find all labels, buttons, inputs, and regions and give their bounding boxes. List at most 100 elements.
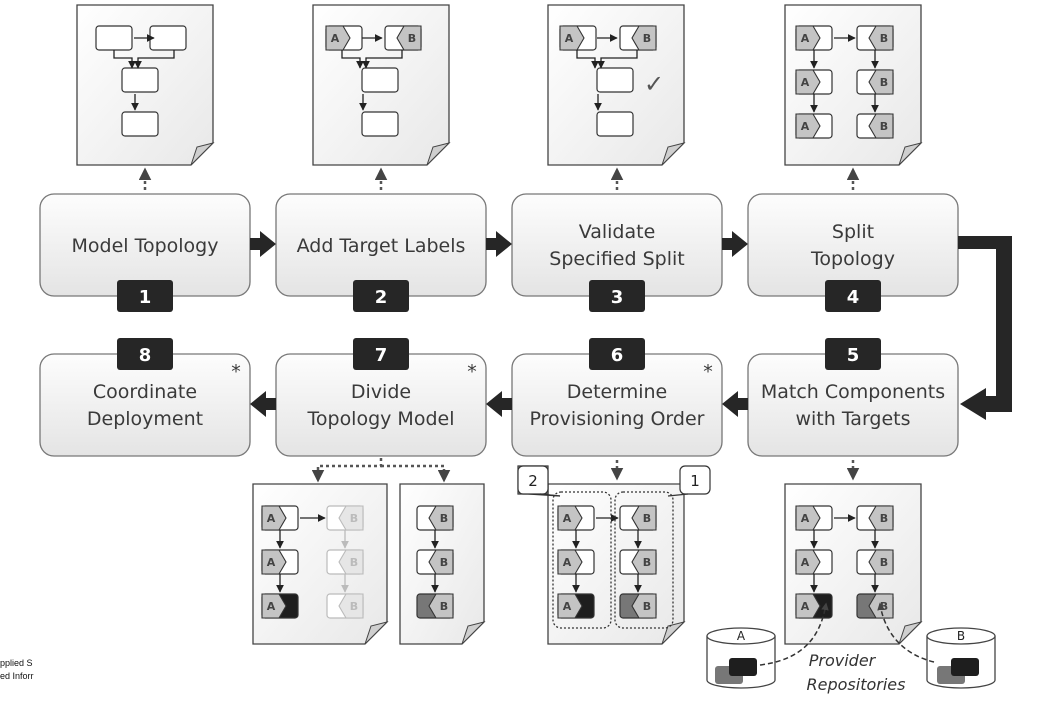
tag-label-a: A	[801, 32, 810, 45]
page-curl	[898, 142, 923, 166]
flow-arrow	[722, 391, 748, 417]
repository-b: B	[926, 627, 996, 689]
tag-label-a: A	[563, 512, 572, 525]
dependency-arrow	[134, 50, 175, 69]
tag-label-b: B	[643, 512, 651, 525]
target-tag-a	[795, 25, 821, 51]
page-curl	[364, 621, 389, 645]
step-1: Model Topology 1	[39, 193, 251, 312]
flow-arrow-4-to-5-top	[958, 236, 1012, 249]
tag-label-a: A	[801, 556, 810, 569]
step-label-line2: Deployment	[87, 408, 203, 430]
step-label-line2: Provisioning Order	[530, 408, 705, 430]
step-label-line1: Model Topology	[72, 235, 219, 257]
tag-label-b: B	[440, 600, 448, 613]
target-tag-b	[338, 593, 364, 619]
tag-label-a: A	[801, 120, 810, 133]
step-label-line2: Topology	[810, 248, 895, 270]
page-curl	[190, 142, 215, 166]
target-tag-b	[428, 593, 454, 619]
target-tag-a	[557, 549, 583, 575]
step-number: 2	[375, 287, 388, 308]
tag-label-a: A	[331, 32, 340, 45]
step-number: 4	[847, 287, 860, 308]
page-curl	[426, 142, 451, 166]
step-label-line2: Topology Model	[307, 408, 455, 430]
target-tag-b	[868, 113, 894, 139]
target-tag-a	[557, 593, 583, 619]
step-number-badge	[117, 280, 173, 312]
document-model-topology	[76, 4, 215, 166]
target-tag-b	[396, 25, 422, 51]
tag-label-b: B	[643, 556, 651, 569]
tag-label-b: B	[350, 512, 358, 525]
page-curl	[461, 621, 486, 645]
target-tag-b	[631, 549, 657, 575]
step-number: 6	[611, 345, 624, 366]
component	[121, 67, 159, 93]
dependency-arrow	[113, 50, 136, 69]
dependency-arrow	[362, 50, 403, 69]
tag-label-a: A	[565, 32, 574, 45]
callout-pointer	[539, 493, 561, 497]
target-tag-a	[325, 25, 351, 51]
repository-link-a	[759, 602, 829, 666]
component	[149, 25, 187, 51]
target-tag-a	[261, 549, 287, 575]
callout-box	[679, 465, 711, 495]
dotted-connector-split-left	[311, 458, 383, 483]
tag-label-a: A	[267, 512, 276, 525]
component	[121, 111, 159, 137]
step-number-badge	[589, 338, 645, 370]
component	[596, 67, 634, 93]
tag-label-b: B	[440, 512, 448, 525]
flow-arrow	[486, 391, 512, 417]
target-tag-b	[868, 25, 894, 51]
tag-label-b: B	[880, 76, 888, 89]
step-label-line1: Coordinate	[93, 381, 197, 403]
flow-arrow	[250, 391, 276, 417]
target-tag-a	[261, 593, 287, 619]
step-label-line1: Determine	[567, 381, 667, 403]
dependency-arrow	[597, 50, 638, 69]
dependency-arrow	[576, 50, 599, 69]
tag-label-b: B	[880, 120, 888, 133]
step-number: 3	[611, 287, 624, 308]
target-tag-b	[338, 505, 364, 531]
step-label-line1: Validate	[579, 221, 656, 243]
tag-label-b: B	[408, 32, 416, 45]
page-curl	[661, 142, 686, 166]
tag-label-b: B	[440, 556, 448, 569]
flow-arrow	[250, 231, 276, 257]
left-fragment-line2: ed Inforr	[0, 671, 34, 681]
tag-label-a: A	[563, 600, 572, 613]
order-group-2	[552, 491, 612, 629]
tag-label-b: B	[880, 512, 888, 525]
repository-link-b	[877, 602, 935, 663]
step-number: 1	[139, 287, 152, 308]
repository-label: A	[737, 629, 746, 643]
document-divided-b: B B B	[399, 483, 486, 645]
step-label-line2: with Targets	[795, 408, 910, 430]
target-tag-b	[631, 593, 657, 619]
step-number-badge	[825, 280, 881, 312]
target-tag-b	[338, 549, 364, 575]
step-star: *	[703, 361, 713, 383]
checkmark-icon: ✓	[644, 70, 664, 98]
step-label-line2: Specified Split	[549, 248, 684, 270]
step-number-badge	[825, 338, 881, 370]
step-number: 5	[847, 345, 860, 366]
target-tag-b	[631, 505, 657, 531]
tag-label-b: B	[880, 556, 888, 569]
repository-top	[926, 627, 996, 645]
page-curl	[898, 621, 923, 645]
dependency-arrow	[341, 50, 364, 69]
